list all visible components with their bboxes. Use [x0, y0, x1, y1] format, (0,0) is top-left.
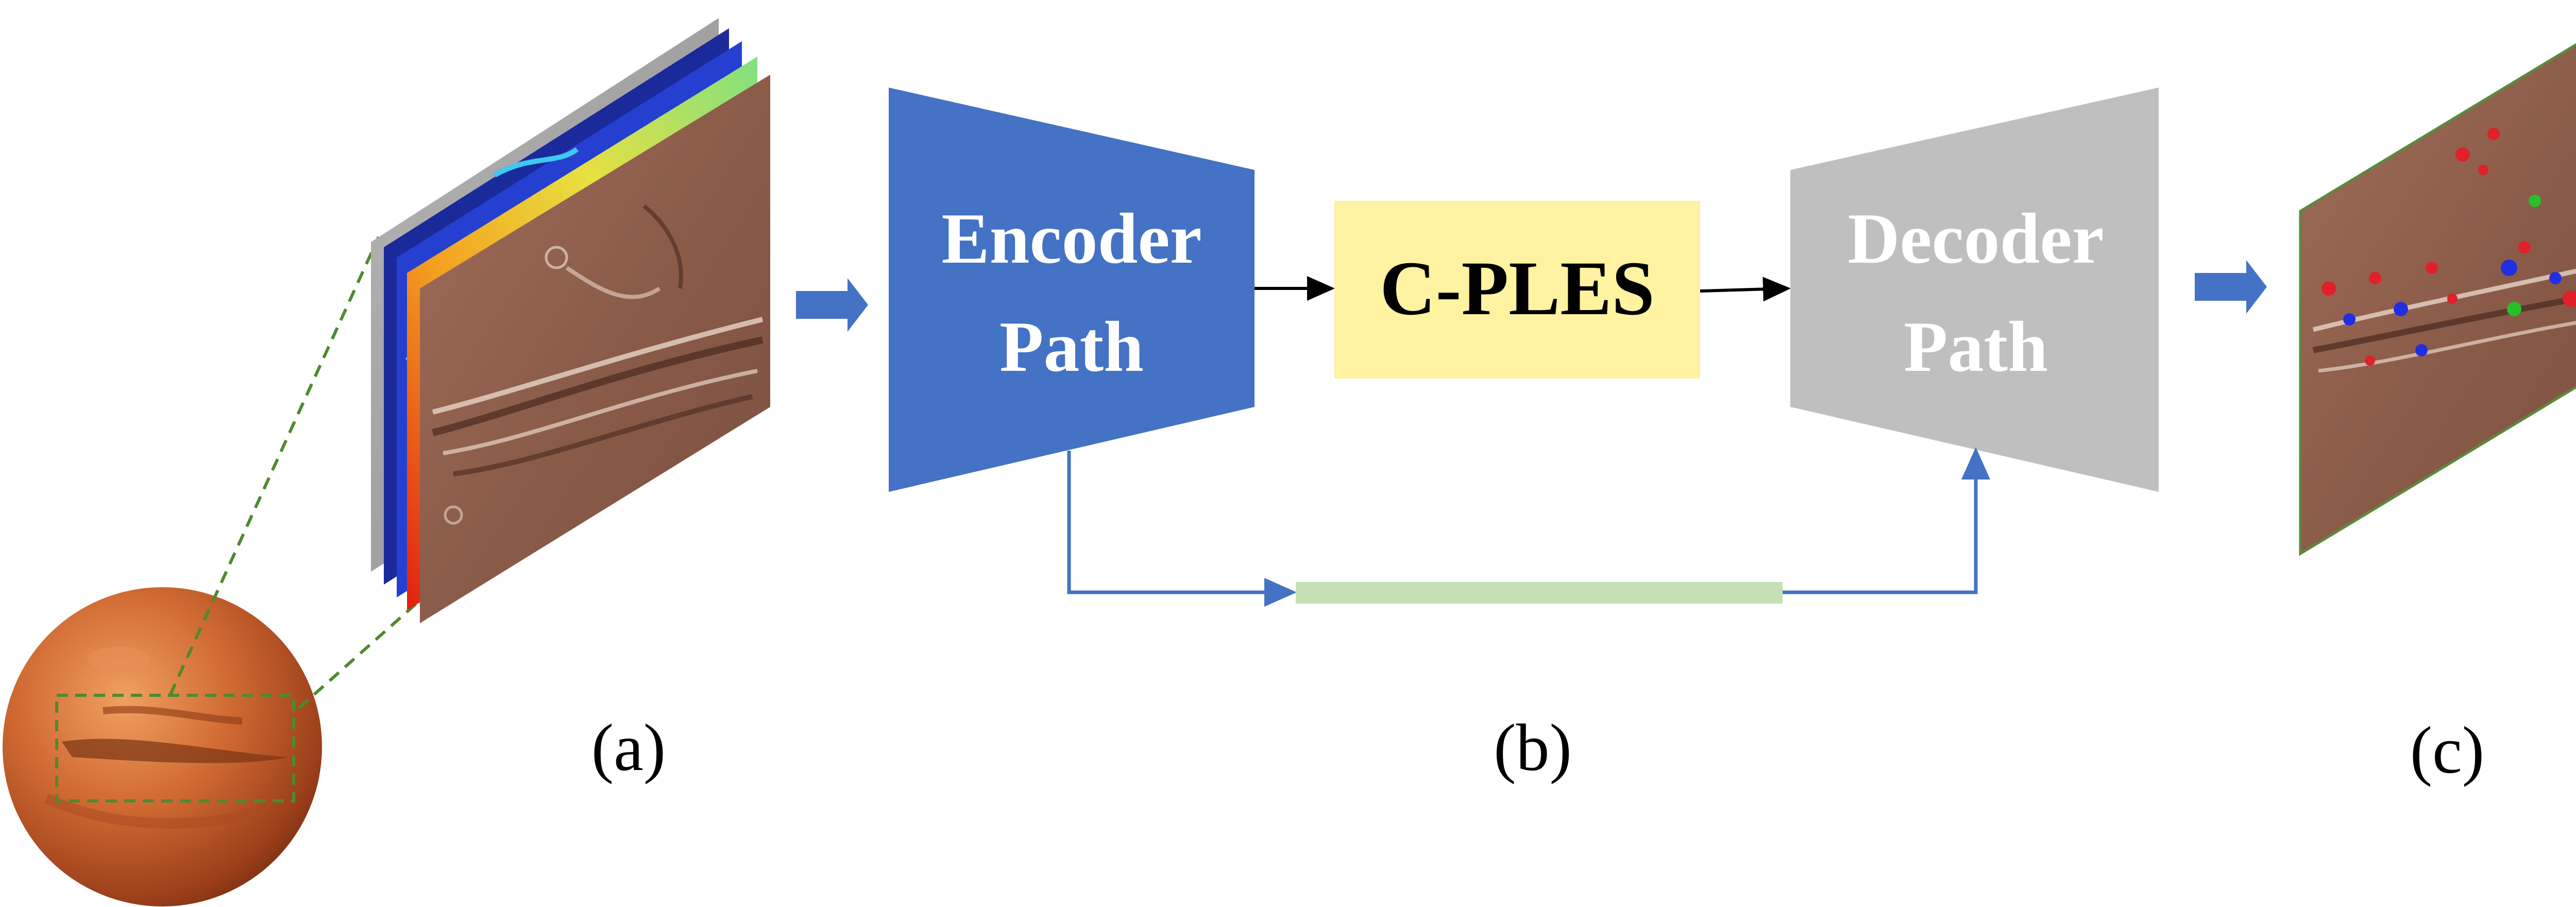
- projection-line-bottom: [298, 601, 418, 710]
- multichannel-image-stack: [371, 18, 770, 623]
- projection-line-top: [168, 236, 380, 696]
- encoder-block: [889, 88, 1255, 492]
- encoder-label-line2: Path: [999, 307, 1144, 387]
- segmentation-output-image: [2299, 43, 2576, 556]
- decoder-label-line1: Decoder: [1848, 199, 2104, 279]
- arrow-bottleneck-to-decoder: [1700, 277, 1791, 302]
- flow-arrow-a-to-b: [796, 278, 868, 332]
- mars-planet-icon: [3, 587, 322, 906]
- flow-arrow-b-to-c: [2195, 260, 2267, 314]
- caption-b: (b): [1494, 711, 1572, 785]
- selection-box: [55, 694, 295, 802]
- caption-c: (c): [2410, 713, 2484, 788]
- network-panel: Encoder Path C-PLES Decoder Path: [889, 88, 2159, 607]
- bottleneck-label: C-PLES: [1380, 246, 1654, 331]
- skip-connection-right: [1783, 447, 1990, 594]
- decoder-label-line2: Path: [1904, 307, 2048, 387]
- layer-terrain: [420, 75, 770, 623]
- bottleneck-block: [1334, 201, 1700, 379]
- skip-connection-left: [1067, 451, 1297, 607]
- encoder-label-line1: Encoder: [941, 199, 1202, 279]
- input-panel: [3, 18, 770, 906]
- caption-a: (a): [591, 711, 666, 785]
- decoder-block: [1790, 88, 2159, 492]
- skip-connection-bar: [1296, 582, 1783, 604]
